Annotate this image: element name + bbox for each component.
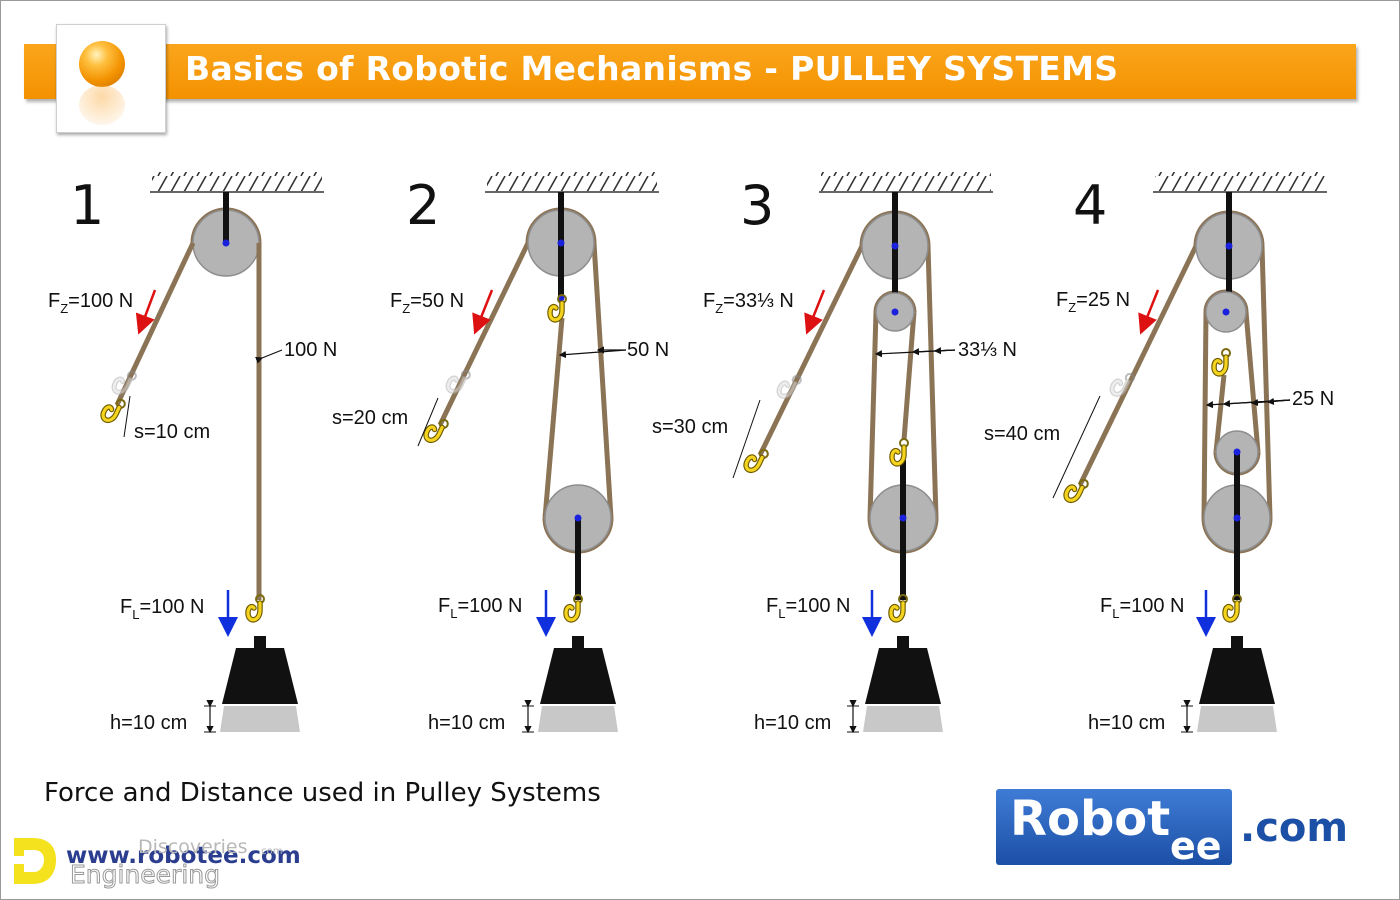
pulley-system-2: 2 FZ=50 N 50 N s=20 cm FL=100 N h=10 cm <box>332 172 669 734</box>
effort-hook-2 <box>424 415 449 444</box>
rope-force-label-1: 100 N <box>284 339 337 361</box>
effort-rope-3 <box>757 244 865 457</box>
load-label-1: FL=100 N <box>120 596 205 622</box>
height-label-1: h=10 cm <box>110 712 187 734</box>
page-title: Basics of Robotic Mechanisms - PULLEY SY… <box>185 49 1119 88</box>
rope-force-label-2: 50 N <box>627 339 669 361</box>
effort-label-4: FZ=25 N <box>1056 289 1130 315</box>
ceiling-4 <box>1155 172 1325 192</box>
system-number-4: 4 <box>1073 174 1107 237</box>
system-number-3: 3 <box>740 174 774 237</box>
anchor-hook-4 <box>1214 349 1230 374</box>
load-label-3: FL=100 N <box>766 595 851 621</box>
effort-hook-4 <box>1064 475 1089 504</box>
weight-2 <box>522 636 618 732</box>
height-label-3: h=10 cm <box>754 712 831 734</box>
rope-force-label-4: 25 N <box>1292 388 1334 410</box>
effort-hook-1 <box>101 395 126 424</box>
effort-arrow-4 <box>1138 289 1160 335</box>
rope-force-label-3: 33⅓ N <box>958 339 1017 361</box>
distance-label-1: s=10 cm <box>134 421 210 443</box>
effort-rope-2 <box>437 241 531 427</box>
weight-3 <box>847 636 943 732</box>
effort-hook-3 <box>744 445 769 474</box>
distance-label-2: s=20 cm <box>332 407 408 429</box>
effort-arrow-1 <box>135 289 157 335</box>
load-hook-1 <box>248 595 264 620</box>
robotee-url[interactable]: www.robotee.com <box>66 843 301 869</box>
system-number-2: 2 <box>406 174 440 237</box>
load-label-4: FL=100 N <box>1100 595 1185 621</box>
ceiling-1 <box>152 172 322 192</box>
figure-caption: Force and Distance used in Pulley System… <box>44 778 601 808</box>
height-label-4: h=10 cm <box>1088 712 1165 734</box>
watermark-engineering: Engineering <box>70 860 221 890</box>
effort-label-3: FZ=33⅓ N <box>703 290 794 316</box>
pulley-system-3: 3 FZ=33⅓ N 33⅓ N s=30 cm FL=100 N h=10 c… <box>652 172 1017 734</box>
pulley-system-1: 1 FZ=100 N 100 N s=10 cm FL=100 N h=10 c… <box>48 172 337 734</box>
height-label-2: h=10 cm <box>428 712 505 734</box>
logo-box <box>56 24 166 133</box>
effort-rope-4 <box>1077 244 1199 487</box>
ed-logo-icon <box>14 838 56 884</box>
watermark-discoveries: Discoveries <box>138 836 248 858</box>
orb-reflection-icon <box>79 85 125 125</box>
anchor-hook-3 <box>892 439 908 464</box>
weight-1 <box>204 636 300 732</box>
load-label-2: FL=100 N <box>438 595 523 621</box>
robotee-logo-box[interactable] <box>996 789 1232 865</box>
effort-arrow-2 <box>472 289 494 335</box>
robotee-logo-com[interactable]: .com <box>1240 805 1349 851</box>
title-bar <box>24 44 1356 99</box>
effort-arrow-3 <box>804 289 826 335</box>
distance-label-4: s=40 cm <box>984 423 1060 445</box>
orange-orb-icon <box>79 41 125 87</box>
effort-label-2: FZ=50 N <box>390 290 464 316</box>
system-number-1: 1 <box>70 174 104 237</box>
effort-label-1: FZ=100 N <box>48 290 133 316</box>
watermark-domain: .com <box>258 846 283 857</box>
distance-label-3: s=30 cm <box>652 416 728 438</box>
ceiling-3 <box>821 172 991 192</box>
robotee-logo-sub[interactable]: ee <box>1170 824 1222 868</box>
pulley-system-4: 4 FZ=25 N 25 N s=40 cm FL=100 N h=10 cm <box>984 172 1334 734</box>
ceiling-2 <box>487 172 657 192</box>
robotee-logo-main[interactable]: Robot <box>1010 791 1171 847</box>
weight-4 <box>1181 636 1277 732</box>
